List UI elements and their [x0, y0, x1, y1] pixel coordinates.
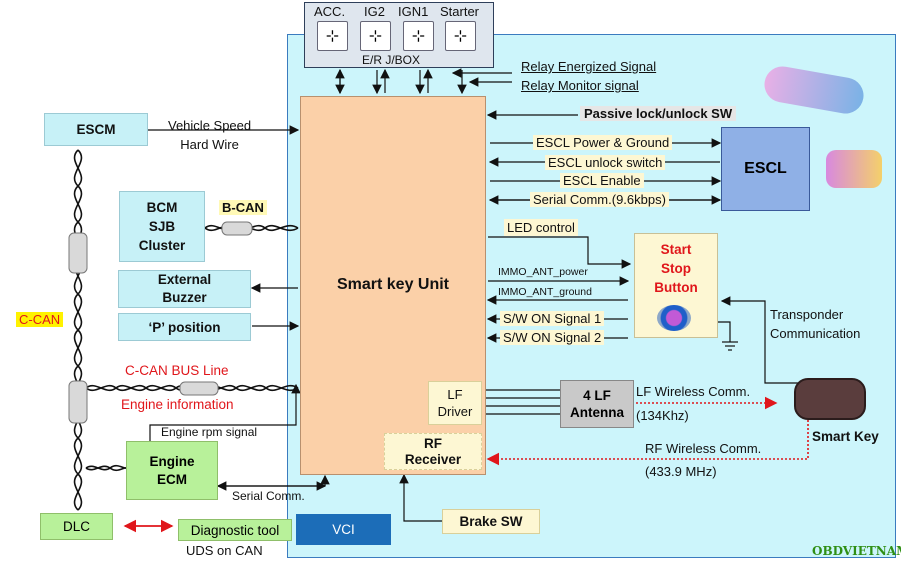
- relay-label-ig2: IG2: [364, 4, 385, 19]
- sw-on-signal-1: S/W ON Signal 1: [500, 311, 605, 326]
- immo-ant-ground-signal: IMMO_ANT_ground: [498, 286, 592, 298]
- serial-comm-signal: Serial Comm.: [232, 489, 305, 503]
- escm-block: ESCM: [44, 113, 148, 146]
- lf-antenna-block: 4 LF Antenna: [560, 380, 634, 428]
- transponder-communication: Transponder Communication: [770, 307, 861, 341]
- external-buzzer-block: External Buzzer: [118, 270, 251, 308]
- smart-key-fob-icon: [794, 378, 866, 420]
- relay-switch-icon: ⊹: [360, 21, 391, 51]
- sw-on-signal-2: S/W ON Signal 2: [500, 330, 605, 345]
- relay-energized-signal: Relay Energized Signal: [521, 59, 657, 74]
- rf-wireless-comm: RF Wireless Comm.: [645, 441, 762, 456]
- b-can-label: B-CAN: [219, 200, 267, 215]
- start-stop-button-icon: [657, 305, 691, 331]
- dlc-block: DLC: [40, 513, 113, 540]
- start-stop-button-label: Start Stop Button: [654, 242, 698, 295]
- escl-lock-icon: [826, 150, 882, 188]
- relay-switch-icon: ⊹: [403, 21, 434, 51]
- lf-frequency: (134Khz): [636, 408, 689, 423]
- relay-monitor-signal: Relay Monitor signal: [521, 78, 639, 93]
- lf-driver-block: LF Driver: [428, 381, 482, 425]
- uds-on-can-label: UDS on CAN: [186, 543, 263, 558]
- escl-power-ground-signal: ESCL Power & Ground: [533, 135, 673, 150]
- lf-wireless-comm: LF Wireless Comm.: [636, 384, 751, 399]
- smart-key-label: Smart Key: [812, 429, 879, 444]
- escl-serial-signal: Serial Comm.(9.6kbps): [530, 192, 669, 207]
- escl-unlock-switch-signal: ESCL unlock switch: [545, 155, 666, 170]
- relay-label-ign1: IGN1: [398, 4, 429, 19]
- bcm-sjb-cluster-block: BCM SJB Cluster: [119, 191, 205, 262]
- diagnostic-tool-block: Diagnostic tool: [178, 519, 292, 541]
- engine-ecm-block: Engine ECM: [126, 441, 218, 500]
- rf-receiver-block: RF Receiver: [384, 433, 482, 470]
- escl-enable-signal: ESCL Enable: [560, 173, 644, 188]
- relay-label-acc: ACC.: [314, 4, 346, 19]
- engine-rpm-signal: Engine rpm signal: [161, 425, 258, 439]
- passive-lock-switch: Passive lock/unlock SW: [580, 106, 737, 121]
- led-control-signal: LED control: [504, 219, 578, 236]
- relay-switch-icon: ⊹: [317, 21, 348, 51]
- c-can-bus-line-label: C-CAN BUS Line: [125, 363, 229, 378]
- er-jbox-label: E/R J/BOX: [362, 53, 421, 67]
- smart-key-unit-label: Smart key Unit: [336, 276, 450, 293]
- vci-block: VCI: [296, 514, 391, 545]
- c-can-label: C-CAN: [16, 312, 64, 327]
- brake-switch-block: Brake SW: [442, 509, 540, 534]
- escl-block: ESCL: [721, 127, 810, 211]
- watermark: OBDVIETNAM: [812, 544, 901, 558]
- vehicle-speed-signal: Vehicle Speed Hard Wire: [168, 118, 252, 152]
- p-position-block: ‘P’ position: [118, 313, 251, 341]
- immo-ant-power-signal: IMMO_ANT_power: [498, 266, 588, 278]
- relay-switch-icon: ⊹: [445, 21, 476, 51]
- engine-information-label: Engine information: [121, 397, 234, 412]
- relay-label-starter: Starter: [440, 4, 480, 19]
- rf-frequency: (433.9 MHz): [645, 464, 717, 479]
